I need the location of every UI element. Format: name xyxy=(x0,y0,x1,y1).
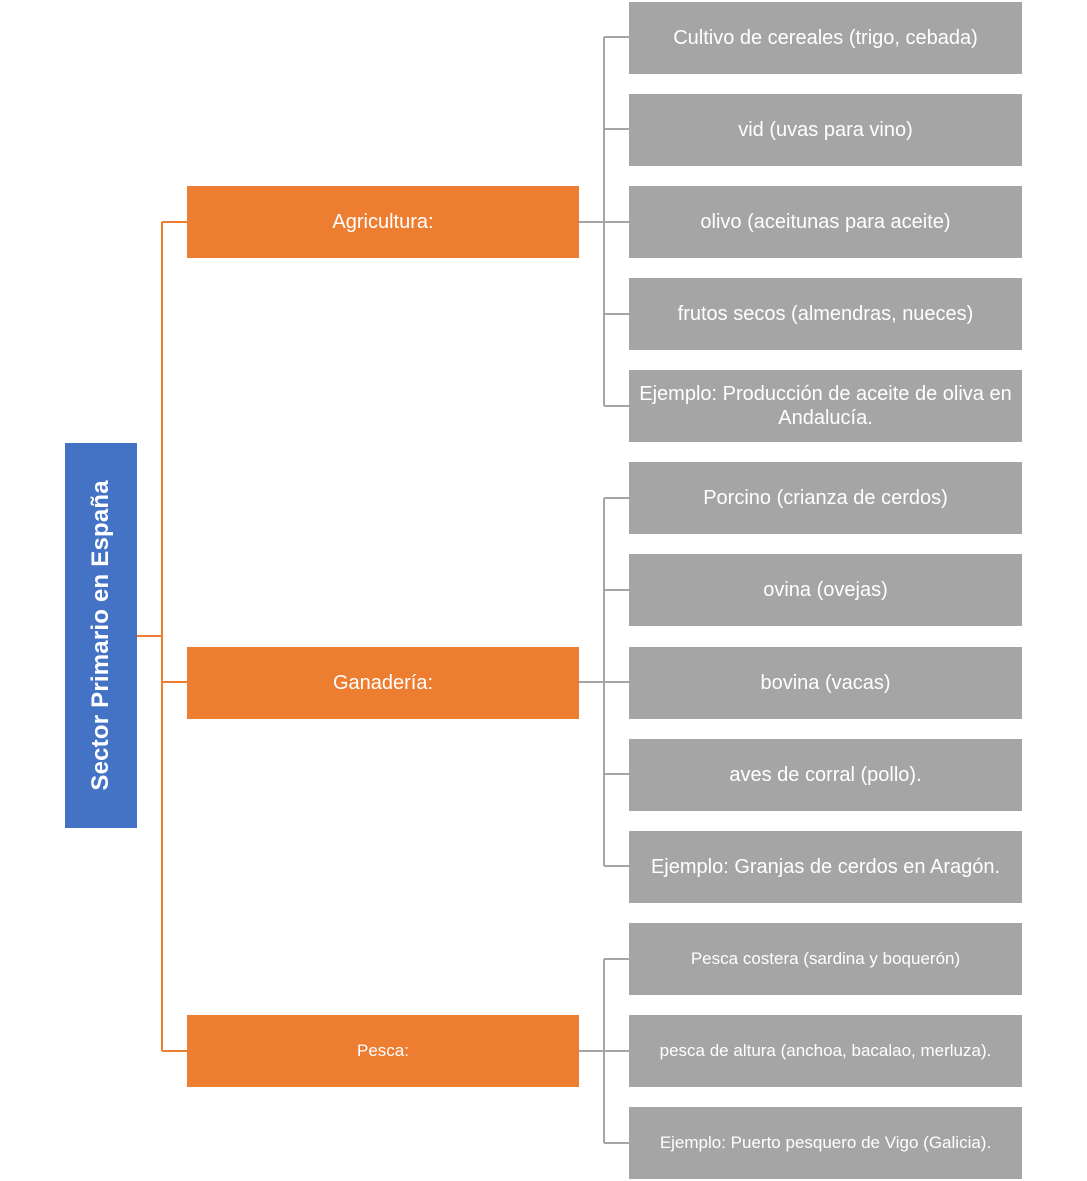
category-label: Agricultura: xyxy=(332,211,434,233)
item-bovina: bovina (vacas) xyxy=(629,647,1022,719)
category-label: Ganadería: xyxy=(332,672,434,694)
item-pesca-altura: pesca de altura (anchoa, bacalao, merluz… xyxy=(629,1015,1022,1087)
root-connectors xyxy=(137,221,187,1052)
item-label: pesca de altura (anchoa, bacalao, merluz… xyxy=(659,1040,992,1060)
item-label: aves de corral (pollo). xyxy=(729,764,922,786)
category-pesca: Pesca: xyxy=(187,1015,579,1087)
category-ganaderia: Ganadería: xyxy=(187,647,579,719)
item-olivo: olivo (aceitunas para aceite) xyxy=(629,186,1022,258)
item-ejemplo-aceite: Ejemplo: Producción de aceite de oliva e… xyxy=(629,370,1022,442)
item-ejemplo-granjas: Ejemplo: Granjas de cerdos en Aragón. xyxy=(629,831,1022,903)
item-label: ovina (ovejas) xyxy=(763,579,888,601)
item-label: Ejemplo: Producción de aceite de oliva e… xyxy=(639,383,1012,429)
category-label: Pesca: xyxy=(357,1040,409,1060)
item-vid: vid (uvas para vino) xyxy=(629,94,1022,166)
item-pesca-costera: Pesca costera (sardina y boquerón) xyxy=(629,923,1022,995)
item-label: Pesca costera (sardina y boquerón) xyxy=(690,948,961,968)
item-label: bovina (vacas) xyxy=(760,672,891,694)
item-label: Ejemplo: Granjas de cerdos en Aragón. xyxy=(650,856,1001,878)
item-label: frutos secos (almendras, nueces) xyxy=(677,303,974,325)
item-frutos-secos: frutos secos (almendras, nueces) xyxy=(629,278,1022,350)
item-label: vid (uvas para vino) xyxy=(738,119,913,141)
item-ejemplo-vigo: Ejemplo: Puerto pesquero de Vigo (Galici… xyxy=(629,1107,1022,1179)
item-cultivo-cereales: Cultivo de cereales (trigo, cebada) xyxy=(629,2,1022,74)
item-porcino: Porcino (crianza de cerdos) xyxy=(629,462,1022,534)
item-connectors xyxy=(579,36,629,1144)
category-agricultura: Agricultura: xyxy=(187,186,579,258)
item-label: Cultivo de cereales (trigo, cebada) xyxy=(673,27,978,49)
item-aves-corral: aves de corral (pollo). xyxy=(629,739,1022,811)
item-ovina: ovina (ovejas) xyxy=(629,554,1022,626)
item-label: Ejemplo: Puerto pesquero de Vigo (Galici… xyxy=(659,1132,992,1152)
root-label: Sector Primario en España xyxy=(86,480,114,791)
item-label: olivo (aceitunas para aceite) xyxy=(700,211,951,233)
item-label: Porcino (crianza de cerdos) xyxy=(703,487,948,509)
root-node-sector-primario: Sector Primario en España xyxy=(65,443,137,828)
